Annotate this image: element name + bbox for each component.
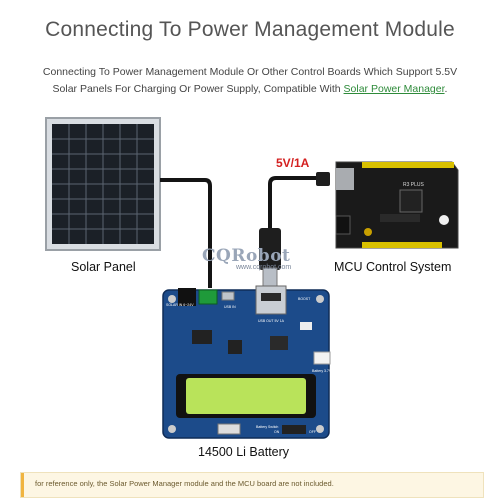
- note-text: for reference only, the Solar Power Mana…: [35, 479, 334, 488]
- battery-label: 14500 Li Battery: [198, 445, 290, 459]
- solar-cable: [160, 178, 212, 288]
- watermark: CQRobot www.cqrobot.com: [196, 246, 300, 274]
- off-text: OFF: [309, 430, 316, 434]
- power-module-image: SOLAR IN 6~24V USB IN USB OUT 5V 1A BOOS…: [162, 285, 332, 439]
- description: Connecting To Power Management Module Or…: [20, 64, 480, 98]
- usb-out-text: USB OUT 5V 1A: [258, 319, 285, 323]
- solar-in-text: SOLAR IN 6~24V: [166, 303, 194, 307]
- solar-panel-label: Solar Panel: [71, 260, 136, 274]
- mcu-board-image: R3 PLUS: [335, 161, 459, 249]
- voltage-label: 5V/1A: [276, 156, 310, 170]
- mcu-brand-text: R3 PLUS: [403, 182, 425, 188]
- solar-panel-image: [45, 117, 161, 251]
- description-line1: Connecting To Power Management Module Or…: [42, 66, 458, 78]
- mcu-label: MCU Control System: [334, 260, 452, 274]
- watermark-logo: CQRobot: [202, 246, 291, 266]
- disclaimer-note: for reference only, the Solar Power Mana…: [20, 472, 484, 498]
- solar-power-manager-link[interactable]: Solar Power Manager: [343, 83, 445, 95]
- note-accent-bar: [21, 473, 24, 497]
- on-text: ON: [274, 430, 280, 434]
- usb-in-text: USB IN: [224, 305, 236, 309]
- boost-text: BOOST: [298, 297, 311, 301]
- battery-3v7-text: Battery 3.7V: [312, 369, 332, 373]
- page-title: Connecting To Power Management Module: [45, 18, 455, 41]
- description-line2-prefix: Solar Panels For Charging Or Power Suppl…: [52, 83, 344, 95]
- description-line2-suffix: .: [444, 83, 448, 95]
- watermark-url: www.cqrobot.com: [236, 264, 292, 271]
- battery-switch-text: Battery Switch: [256, 425, 278, 429]
- usb-cable: [268, 176, 316, 268]
